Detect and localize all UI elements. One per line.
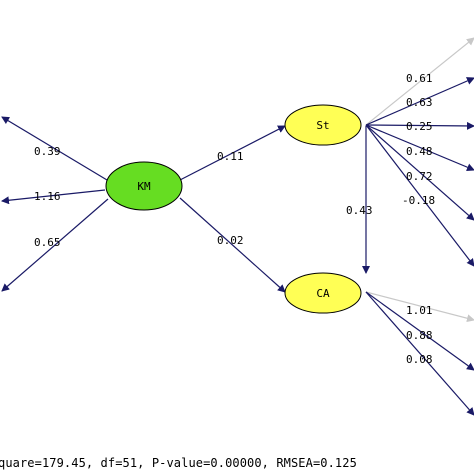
path-ca-indicator-2 (365, 291, 474, 371)
coef-ca-indicator-3: 0.08 (406, 353, 433, 366)
coef-st-indicator-6: -0.18 (402, 194, 435, 207)
coef-st-indicator-1: 0.61 (406, 72, 433, 85)
coef-km-indicator-1: 0.39 (34, 145, 61, 158)
coef-km-ca: 0.02 (217, 234, 244, 247)
path-ca-indicator-3 (365, 291, 474, 416)
coef-km-indicator-2: 1.16 (34, 190, 61, 203)
coef-ca-indicator-1: 1.01 (406, 304, 433, 317)
path-st-indicator-1 (365, 37, 474, 126)
node-st[interactable]: St (284, 104, 362, 146)
model-fit-statistics: quare=179.45, df=51, P-value=0.00000, RM… (0, 456, 357, 470)
coef-st-indicator-3: 0.25 (406, 120, 433, 133)
coef-st-indicator-2: 0.63 (406, 96, 433, 109)
path-km-indicator-1 (1, 116, 108, 181)
coef-ca-indicator-2: 0.88 (406, 329, 433, 342)
path-st-indicator-3 (365, 121, 474, 130)
node-km-label: KM (137, 180, 151, 193)
path-st-indicator-6 (365, 124, 474, 267)
coef-st-indicator-5: 0.72 (406, 170, 433, 183)
path-ca-indicator-1 (365, 291, 474, 323)
path-km-ca (179, 197, 286, 293)
coef-km-indicator-3: 0.65 (34, 236, 61, 249)
path-km-indicator-2 (1, 189, 106, 205)
node-ca-label: CA (316, 287, 330, 300)
coef-km-st: 0.11 (217, 150, 244, 163)
path-st-indicator-5 (365, 124, 474, 221)
node-ca[interactable]: CA (284, 272, 362, 314)
path-km-indicator-3 (1, 198, 109, 292)
node-st-label: St (316, 119, 329, 132)
node-km[interactable]: KM (105, 161, 183, 211)
path-st-indicator-2 (365, 77, 474, 126)
coef-st-indicator-4: 0.48 (406, 145, 433, 158)
coef-st-ca: 0.43 (346, 204, 373, 217)
path-st-indicator-4 (365, 124, 474, 171)
path-km-st (179, 125, 286, 181)
